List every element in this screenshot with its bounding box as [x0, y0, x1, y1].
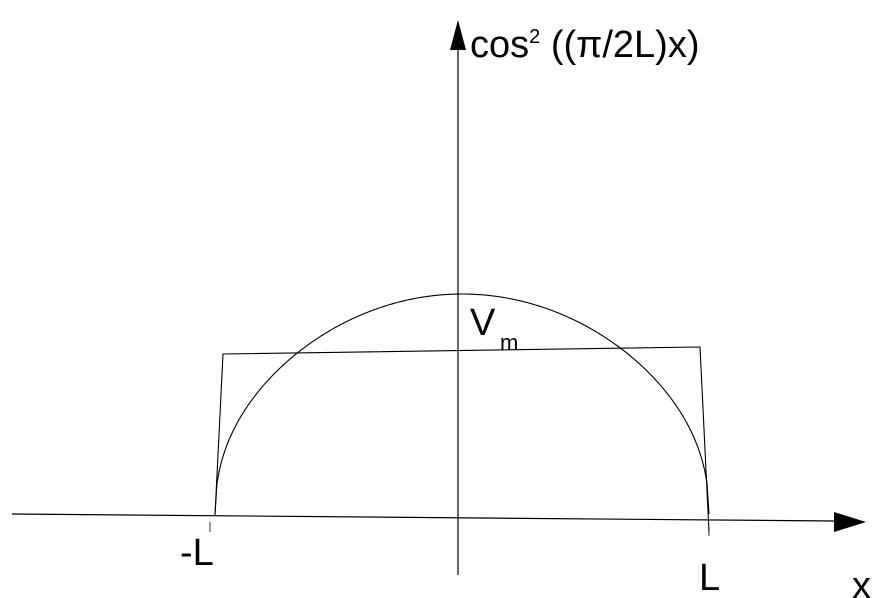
y-axis-label-superscript: 2 — [529, 26, 540, 48]
x-axis-label: x — [852, 565, 871, 598]
pos-l-label: L — [699, 557, 720, 598]
y-axis-label: cos2 ((π/2L)x) — [470, 24, 699, 66]
neg-l-label: -L — [180, 532, 214, 574]
cos-squared-curve — [214, 293, 710, 515]
vm-label-subscript: m — [500, 330, 518, 355]
y-axis-arrowhead — [450, 20, 466, 50]
rectangular-profile — [214, 346, 710, 533]
x-axis-line — [11, 513, 836, 522]
y-axis-label-prefix: cos — [470, 24, 529, 66]
vm-label-main: V — [470, 302, 496, 344]
x-axis-arrowhead — [834, 512, 866, 532]
y-axis-label-suffix: ((π/2L)x) — [540, 24, 699, 66]
